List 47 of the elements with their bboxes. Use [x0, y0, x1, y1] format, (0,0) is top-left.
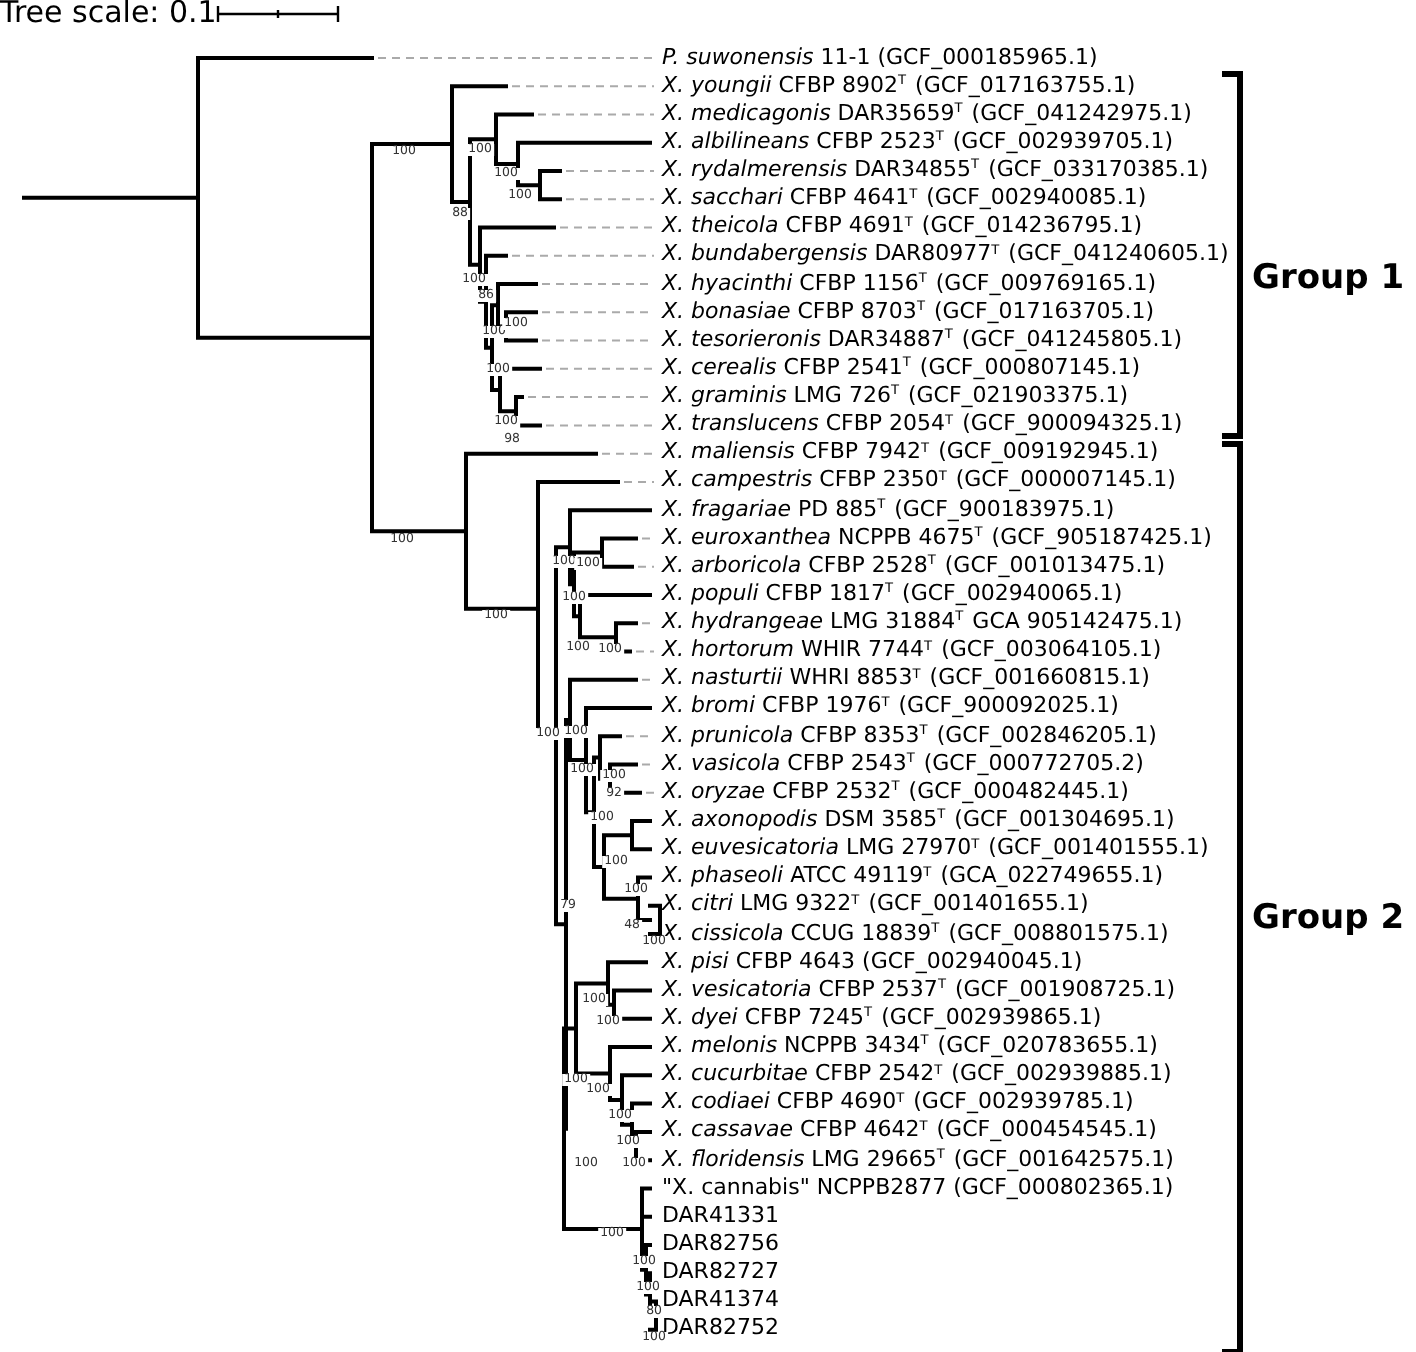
taxon-label: X. campestris CFBP 2350$^{T}$ (GCF_000007145.1) — [662, 468, 1176, 491]
taxon-label: X. nasturtii WHRI 8853$^{T}$ (GCF_001660815.1) — [662, 666, 1150, 689]
taxon-label: X. cucurbitae CFBP 2542$^{T}$ (GCF_002939885.1) — [662, 1062, 1172, 1085]
taxon-label: X. medicagonis DAR35659$^{T}$ (GCF_041242975.1) — [662, 101, 1192, 124]
taxon-label: X. euvesicatoria LMG 27970$^{T}$ (GCF_001401555.1) — [662, 836, 1209, 859]
taxon-label: DAR41374 — [662, 1288, 779, 1311]
taxon-label: X. populi CFBP 1817$^{T}$ (GCF_002940065.1) — [662, 581, 1123, 604]
group-label: Group 2 — [1252, 902, 1405, 936]
taxon-label: X. oryzae CFBP 2532$^{T}$ (GCF_000482445.1) — [662, 779, 1129, 802]
taxon-label: X. tesorieronis DAR34887$^{T}$ (GCF_041245805.1) — [662, 327, 1182, 350]
taxon-label: X. euroxanthea NCPPB 4675$^{T}$ (GCF_905187425.1) — [662, 525, 1212, 548]
taxon-label: X. cerealis CFBP 2541$^{T}$ (GCF_000807145.1) — [662, 355, 1141, 378]
taxon-label: X. translucens CFBP 2054$^{T}$ (GCF_900094325.1) — [662, 412, 1183, 435]
taxon-label: X. vasicola CFBP 2543$^{T}$ (GCF_000772705.2) — [662, 751, 1144, 774]
taxon-label: X. hortorum WHIR 7744$^{T}$ (GCF_003064105.1) — [662, 638, 1162, 661]
taxon-label: DAR41331 — [662, 1203, 779, 1226]
taxon-label: X. pisi CFBP 4643 (GCF_002940045.1) — [662, 949, 1083, 972]
taxon-label: X. hydrangeae LMG 31884$^{T}$ GCA 905142475.1) — [662, 610, 1183, 633]
taxon-label: X. citri LMG 9322$^{T}$ (GCF_001401655.1) — [662, 892, 1089, 915]
taxon-label: X. melonis NCPPB 3434$^{T}$ (GCF_020783655.1) — [662, 1034, 1158, 1057]
taxon-label: X. dyei CFBP 7245$^{T}$ (GCF_002939865.1) — [662, 1005, 1102, 1028]
taxon-label: X. rydalmerensis DAR34855$^{T}$ (GCF_033170385.1) — [662, 158, 1209, 181]
taxon-label: X. bonasiae CFBP 8703$^{T}$ (GCF_017163705.1) — [662, 299, 1155, 322]
taxon-label: DAR82752 — [662, 1316, 779, 1339]
taxon-label: X. albilineans CFBP 2523$^{T}$ (GCF_002939705.1) — [662, 129, 1173, 152]
taxon-label: X. youngii CFBP 8902$^{T}$ (GCF_017163755.1) — [662, 73, 1136, 96]
taxon-label: X. theicola CFBP 4691$^{T}$ (GCF_014236795.1) — [662, 214, 1143, 237]
taxon-label: X. axonopodis DSM 3585$^{T}$ (GCF_001304695.1) — [662, 808, 1175, 830]
taxon-label: "X. cannabis" NCPPB2877 (GCF_000802365.1) — [662, 1175, 1174, 1198]
taxon-label: X. bundabergensis DAR80977$^{T}$ (GCF_041240605.1) — [662, 242, 1229, 265]
taxon-label: X. maliensis CFBP 7942$^{T}$ (GCF_009192945.1) — [662, 440, 1159, 463]
taxon-label: X. sacchari CFBP 4641$^{T}$ (GCF_002940085.1) — [662, 186, 1147, 209]
taxon-label: P. suwonensis 11-1 (GCF_000185965.1) — [662, 45, 1098, 67]
taxon-label: DAR82727 — [662, 1260, 779, 1283]
taxon-label: X. codiaei CFBP 4690$^{T}$ (GCF_002939785.1) — [662, 1090, 1134, 1113]
taxon-label: X. floridensis LMG 29665$^{T}$ (GCF_001642575.1) — [662, 1147, 1174, 1170]
taxon-label: X. fragariae PD 885$^{T}$ (GCF_900183975.1) — [662, 497, 1115, 520]
taxon-label: X. arboricola CFBP 2528$^{T}$ (GCF_001013475.1) — [662, 553, 1165, 576]
taxon-label: X. hyacinthi CFBP 1156$^{T}$ (GCF_009769165.1) — [662, 271, 1156, 294]
taxon-label: X. prunicola CFBP 8353$^{T}$ (GCF_002846205.1) — [662, 723, 1157, 746]
taxon-label: X. vesicatoria CFBP 2537$^{T}$ (GCF_001908725.1) — [662, 977, 1176, 1000]
taxon-label: X. graminis LMG 726$^{T}$ (GCF_021903375.1) — [662, 384, 1129, 407]
taxon-label: X. cassavae CFBP 4642$^{T}$ (GCF_000454545.1) — [662, 1118, 1157, 1141]
group-label: Group 1 — [1252, 262, 1405, 296]
taxon-label: X. phaseoli ATCC 49119$^{T}$ (GCA_022749655.1) — [662, 864, 1163, 887]
taxon-label: X. bromi CFBP 1976$^{T}$ (GCF_900092025.1) — [662, 694, 1119, 717]
taxon-label: DAR82756 — [662, 1231, 779, 1254]
